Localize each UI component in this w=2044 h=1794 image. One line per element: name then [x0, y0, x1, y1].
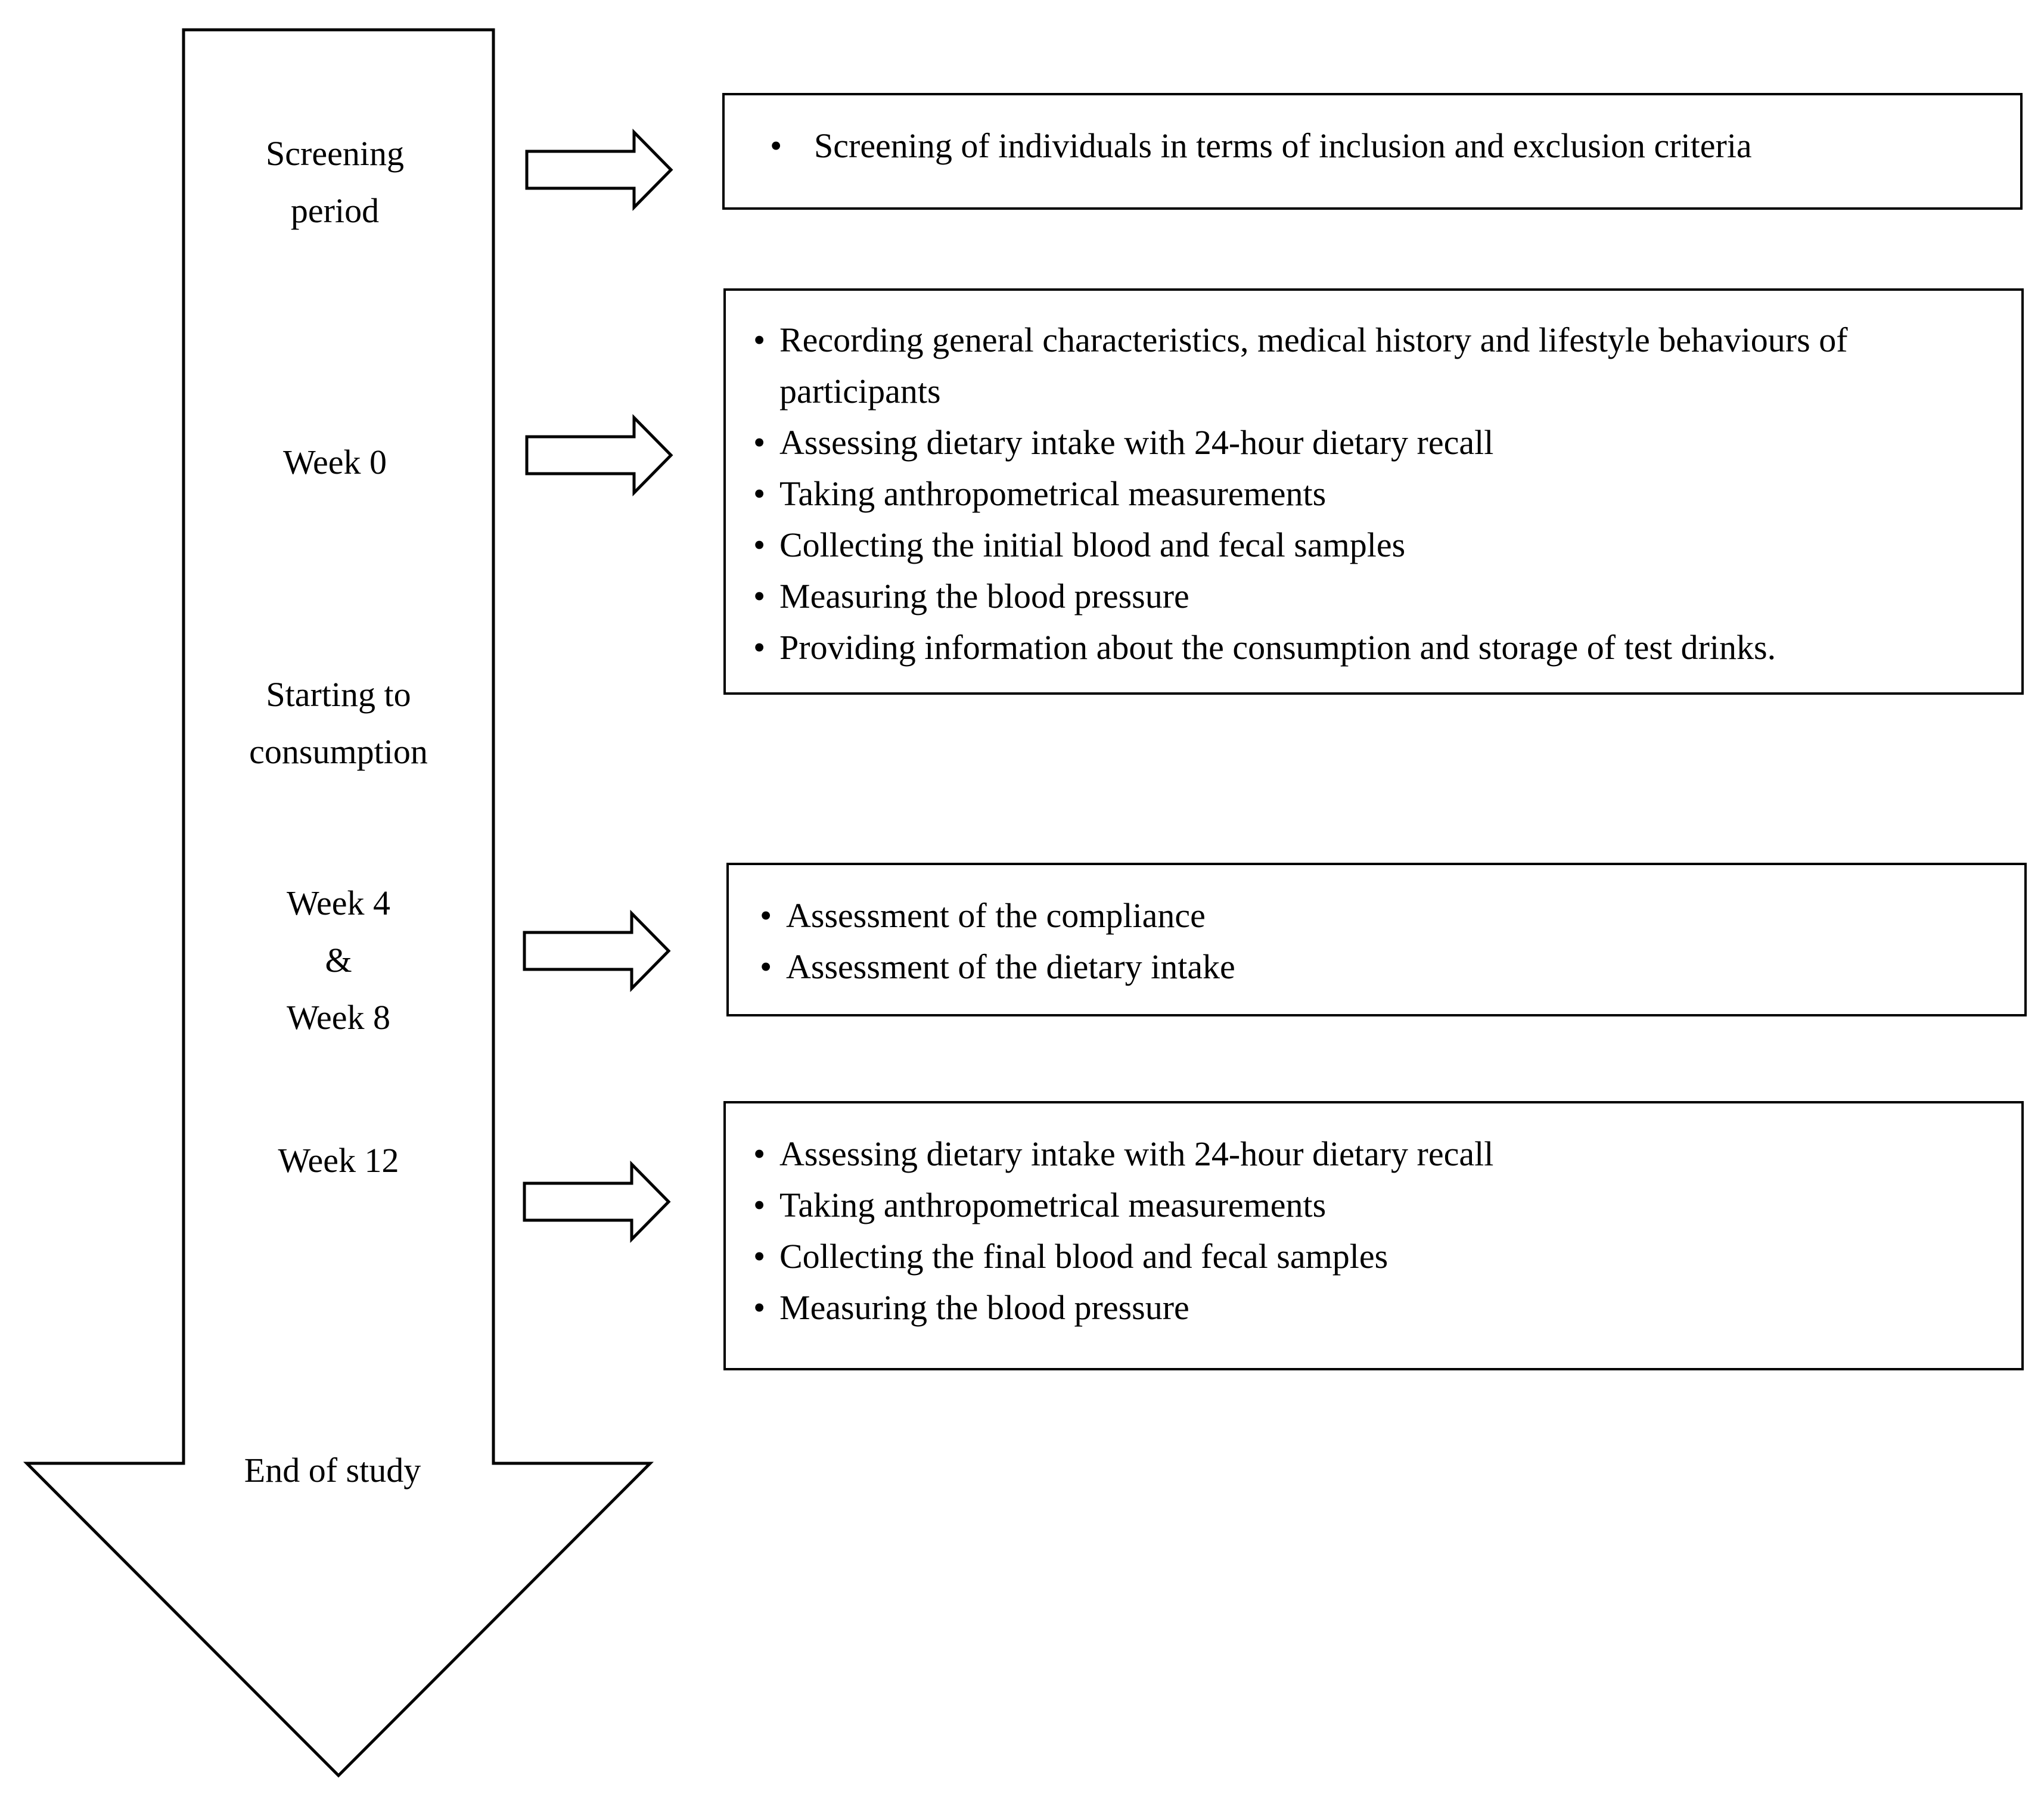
timeline-arrow	[23, 28, 654, 1778]
phase-end: End of study	[178, 1442, 487, 1499]
list-item: Measuring the blood pressure	[750, 1282, 2009, 1333]
list-item: Providing information about the consumpt…	[750, 622, 2009, 673]
phase-week4-8: Week 4 & Week 8	[184, 875, 493, 1046]
list-item: Collecting the initial blood and fecal s…	[750, 520, 2009, 571]
list-item: Assessment of the dietary intake	[756, 941, 2012, 993]
list-item: Collecting the final blood and fecal sam…	[750, 1231, 2009, 1282]
list-item: Assessing dietary intake with 24-hour di…	[750, 417, 2009, 468]
arrow-screening	[525, 128, 673, 212]
box-week12-list: Assessing dietary intake with 24-hour di…	[750, 1128, 2009, 1333]
phase-week4-8-line-1: Week 4	[286, 884, 391, 922]
arrow-week0	[525, 413, 673, 497]
phase-week4-8-line-3: Week 8	[286, 998, 391, 1037]
box-week12: Assessing dietary intake with 24-hour di…	[723, 1101, 2024, 1370]
phase-week0-line-1: Week 0	[282, 443, 387, 481]
box-week0: Recording general characteristics, medic…	[723, 288, 2024, 695]
box-week4-8: Assessment of the compliance Assessment …	[726, 863, 2027, 1016]
phase-week12: Week 12	[184, 1132, 493, 1189]
phase-week4-8-line-2: &	[325, 941, 352, 980]
list-item: Screening of individuals in terms of inc…	[725, 120, 2020, 172]
box-screening-list: Screening of individuals in terms of inc…	[725, 120, 2020, 172]
phase-start: Starting to consumption	[184, 666, 493, 781]
list-item: Measuring the blood pressure	[750, 571, 2009, 622]
phase-week0: Week 0	[180, 434, 490, 491]
list-item: Assessing dietary intake with 24-hour di…	[750, 1128, 2009, 1180]
phase-start-line-1: Starting to	[266, 675, 411, 714]
list-item: Recording general characteristics, medic…	[750, 315, 2009, 417]
phase-end-line-1: End of study	[244, 1451, 421, 1490]
phase-screening-line-1: Screening	[266, 134, 404, 173]
box-screening: Screening of individuals in terms of inc…	[722, 93, 2023, 210]
list-item: Assessment of the compliance	[756, 890, 2012, 941]
list-item: Taking anthropometrical measurements	[750, 468, 2009, 520]
list-item: Taking anthropometrical measurements	[750, 1180, 2009, 1231]
phase-week12-line-1: Week 12	[278, 1141, 399, 1180]
phase-start-line-2: consumption	[249, 732, 428, 771]
box-week4-8-list: Assessment of the compliance Assessment …	[756, 890, 2012, 993]
arrow-week12	[523, 1160, 671, 1243]
box-week0-list: Recording general characteristics, medic…	[750, 315, 2009, 673]
phase-screening-line-2: period	[290, 191, 380, 230]
arrow-week4-8	[523, 909, 671, 993]
phase-screening: Screening period	[180, 125, 490, 240]
